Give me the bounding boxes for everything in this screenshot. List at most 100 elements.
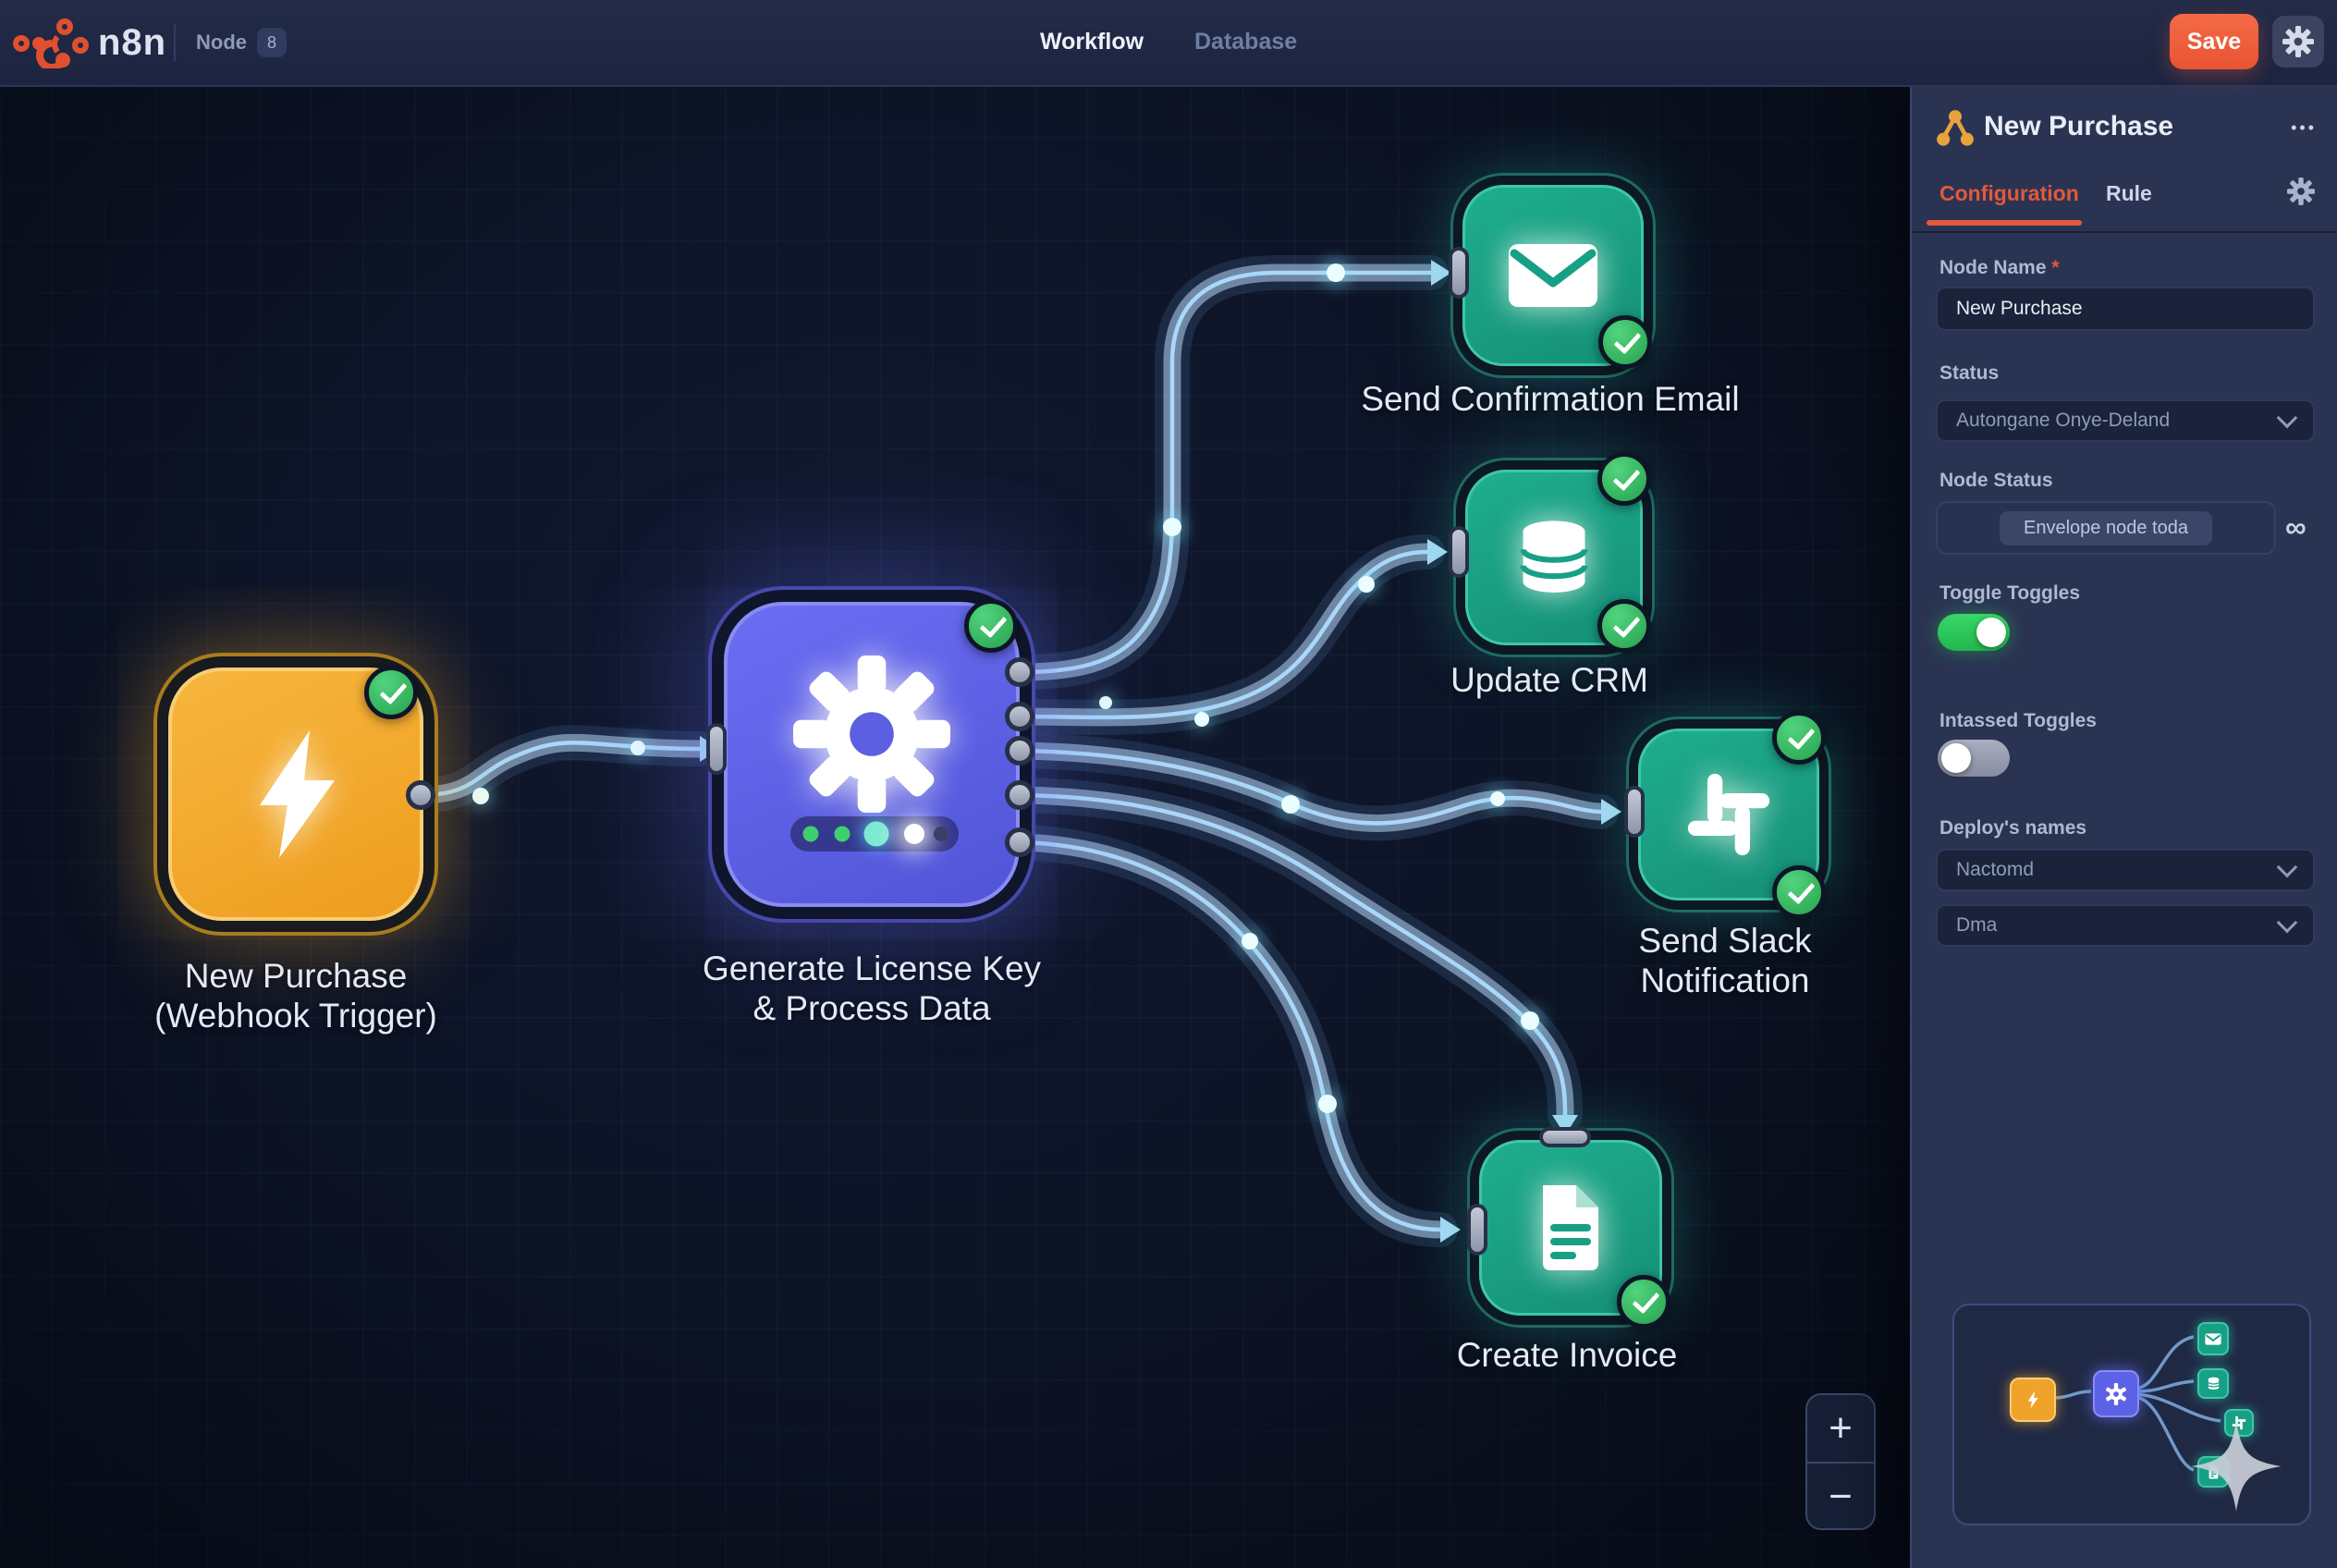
node-count-badge: 8: [257, 28, 287, 57]
tab-rule[interactable]: Rule: [2106, 181, 2152, 205]
panel-menu-button[interactable]: •••: [2291, 118, 2317, 137]
success-check-badge: [364, 666, 418, 719]
output-port-1[interactable]: [1005, 657, 1034, 687]
output-port-4[interactable]: [1005, 780, 1034, 810]
arrow-into-email: [1431, 260, 1451, 286]
n8n-logo: n8n: [13, 15, 166, 70]
document-icon: [1543, 1185, 1598, 1270]
output-port[interactable]: [406, 780, 435, 810]
envelope-icon: [1509, 244, 1597, 307]
database-icon: [1520, 521, 1588, 593]
chevron-down-icon: [2276, 407, 2298, 428]
toggle-switch-off[interactable]: [1938, 740, 2010, 777]
progress-indicator: [790, 816, 959, 851]
deploy-select-1[interactable]: Nactomd: [1936, 849, 2315, 891]
wire-process-to-invoice-left: [1002, 825, 1458, 1247]
topbar-divider: [174, 24, 176, 61]
node-label: Update CRM: [1450, 661, 1648, 699]
toggle-switch-on[interactable]: [1938, 614, 2010, 651]
output-port-3[interactable]: [1005, 736, 1034, 766]
input-port-top[interactable]: [1539, 1127, 1591, 1147]
tab-configuration[interactable]: Configuration: [1939, 181, 2079, 205]
arrow-into-crm: [1427, 539, 1448, 565]
workflow-minimap[interactable]: [1952, 1304, 2311, 1525]
deploy-value-2: Dma: [1956, 914, 1998, 936]
chevron-down-icon: [2276, 912, 2298, 933]
arrow-into-invoice-left: [1440, 1217, 1461, 1243]
n8n-logo-icon: [13, 18, 89, 68]
node-create-invoice[interactable]: [1479, 1140, 1662, 1316]
node-webhook-trigger[interactable]: [168, 668, 423, 921]
zoom-out-button[interactable]: −: [1807, 1464, 1874, 1528]
arrow-into-slack: [1601, 799, 1621, 825]
required-asterisk: *: [2051, 257, 2060, 278]
panel-title: New Purchase: [1984, 111, 2174, 141]
chevron-down-icon: [2276, 856, 2298, 877]
active-tab-underline: [1927, 220, 2082, 226]
node-name-input[interactable]: [1936, 287, 2315, 331]
node-label: New Purchase(Webhook Trigger): [154, 957, 437, 1035]
deploy-value-1: Nactomd: [1956, 859, 2035, 880]
wire-process-to-slack: [1002, 733, 1619, 841]
zoom-in-button[interactable]: +: [1807, 1395, 1874, 1462]
link-icon[interactable]: ∞: [2285, 510, 2306, 544]
minimap-node-webhook: [2010, 1378, 2056, 1422]
gear-icon: [2282, 26, 2314, 57]
node-name-label: Node Name *: [1939, 257, 2060, 278]
node-status-value: Envelope node toda: [2000, 510, 2212, 545]
tab-workflow[interactable]: Workflow: [1040, 29, 1144, 55]
logo-text: n8n: [98, 21, 167, 63]
minimap-node-crm: [2197, 1368, 2229, 1399]
status-label: Status: [1939, 362, 2000, 384]
input-port[interactable]: [1449, 247, 1469, 299]
lightning-bolt-icon: [260, 730, 335, 858]
panel-divider: [1912, 231, 2337, 233]
output-port-5[interactable]: [1005, 827, 1034, 857]
success-check-badge: [1597, 452, 1651, 506]
input-port[interactable]: [1624, 786, 1645, 838]
input-port-left[interactable]: [1467, 1204, 1487, 1256]
node-send-email[interactable]: [1462, 185, 1644, 366]
status-select[interactable]: Autongane Onye-Deland: [1936, 399, 2315, 442]
node-generate-license[interactable]: [724, 602, 1020, 907]
output-port-2[interactable]: [1005, 702, 1034, 731]
node-details-panel: New Purchase ••• Configuration Rule: [1910, 85, 2337, 1568]
input-port[interactable]: [706, 723, 727, 775]
success-check-badge: [964, 599, 1018, 653]
minimap-node-slack: [2224, 1409, 2254, 1437]
slack-icon: [1687, 773, 1770, 856]
success-check-badge: [1617, 1275, 1670, 1329]
workflow-canvas[interactable]: New Purchase(Webhook Trigger): [0, 85, 1910, 1568]
input-port[interactable]: [1449, 526, 1469, 578]
minimap-node-email: [2197, 1322, 2229, 1355]
node-status-label: Node Status: [1939, 470, 2053, 491]
success-check-badge: [1598, 315, 1652, 369]
success-check-badge: [1772, 865, 1826, 919]
workflow-share-icon: [1937, 110, 1974, 146]
arrow-into-invoice-top: [1552, 1115, 1578, 1135]
node-label: Send Confirmation Email: [1361, 380, 1740, 418]
deploy-names-label: Deploy's names: [1939, 817, 2087, 839]
node-status-field[interactable]: Envelope node toda: [1936, 501, 2276, 555]
zoom-controls: + −: [1805, 1393, 1876, 1530]
toggle-knob: [1941, 743, 1971, 773]
toggle-off-label: Intassed Toggles: [1939, 710, 2097, 731]
wire-webhook-to-process: [403, 725, 717, 813]
wire-process-to-email: [1002, 255, 1449, 690]
success-check-badge: [1597, 599, 1651, 653]
toggle-on-label: Toggle Toggles: [1939, 582, 2081, 604]
deploy-select-2[interactable]: Dma: [1936, 904, 2315, 947]
settings-button[interactable]: [2272, 16, 2324, 67]
sparkle-cursor-icon: [2191, 1421, 2282, 1512]
panel-gear-icon[interactable]: [2287, 178, 2315, 205]
node-breadcrumb-label: Node: [196, 31, 247, 54]
success-check-badge: [1772, 711, 1826, 765]
wire-process-to-invoice-top: [1002, 778, 1583, 1133]
node-label: Create Invoice: [1456, 1336, 1678, 1374]
tab-database[interactable]: Database: [1194, 29, 1298, 55]
wire-process-to-crm: [1002, 534, 1445, 735]
save-button[interactable]: Save: [2170, 14, 2258, 69]
gear-icon: [793, 655, 950, 813]
